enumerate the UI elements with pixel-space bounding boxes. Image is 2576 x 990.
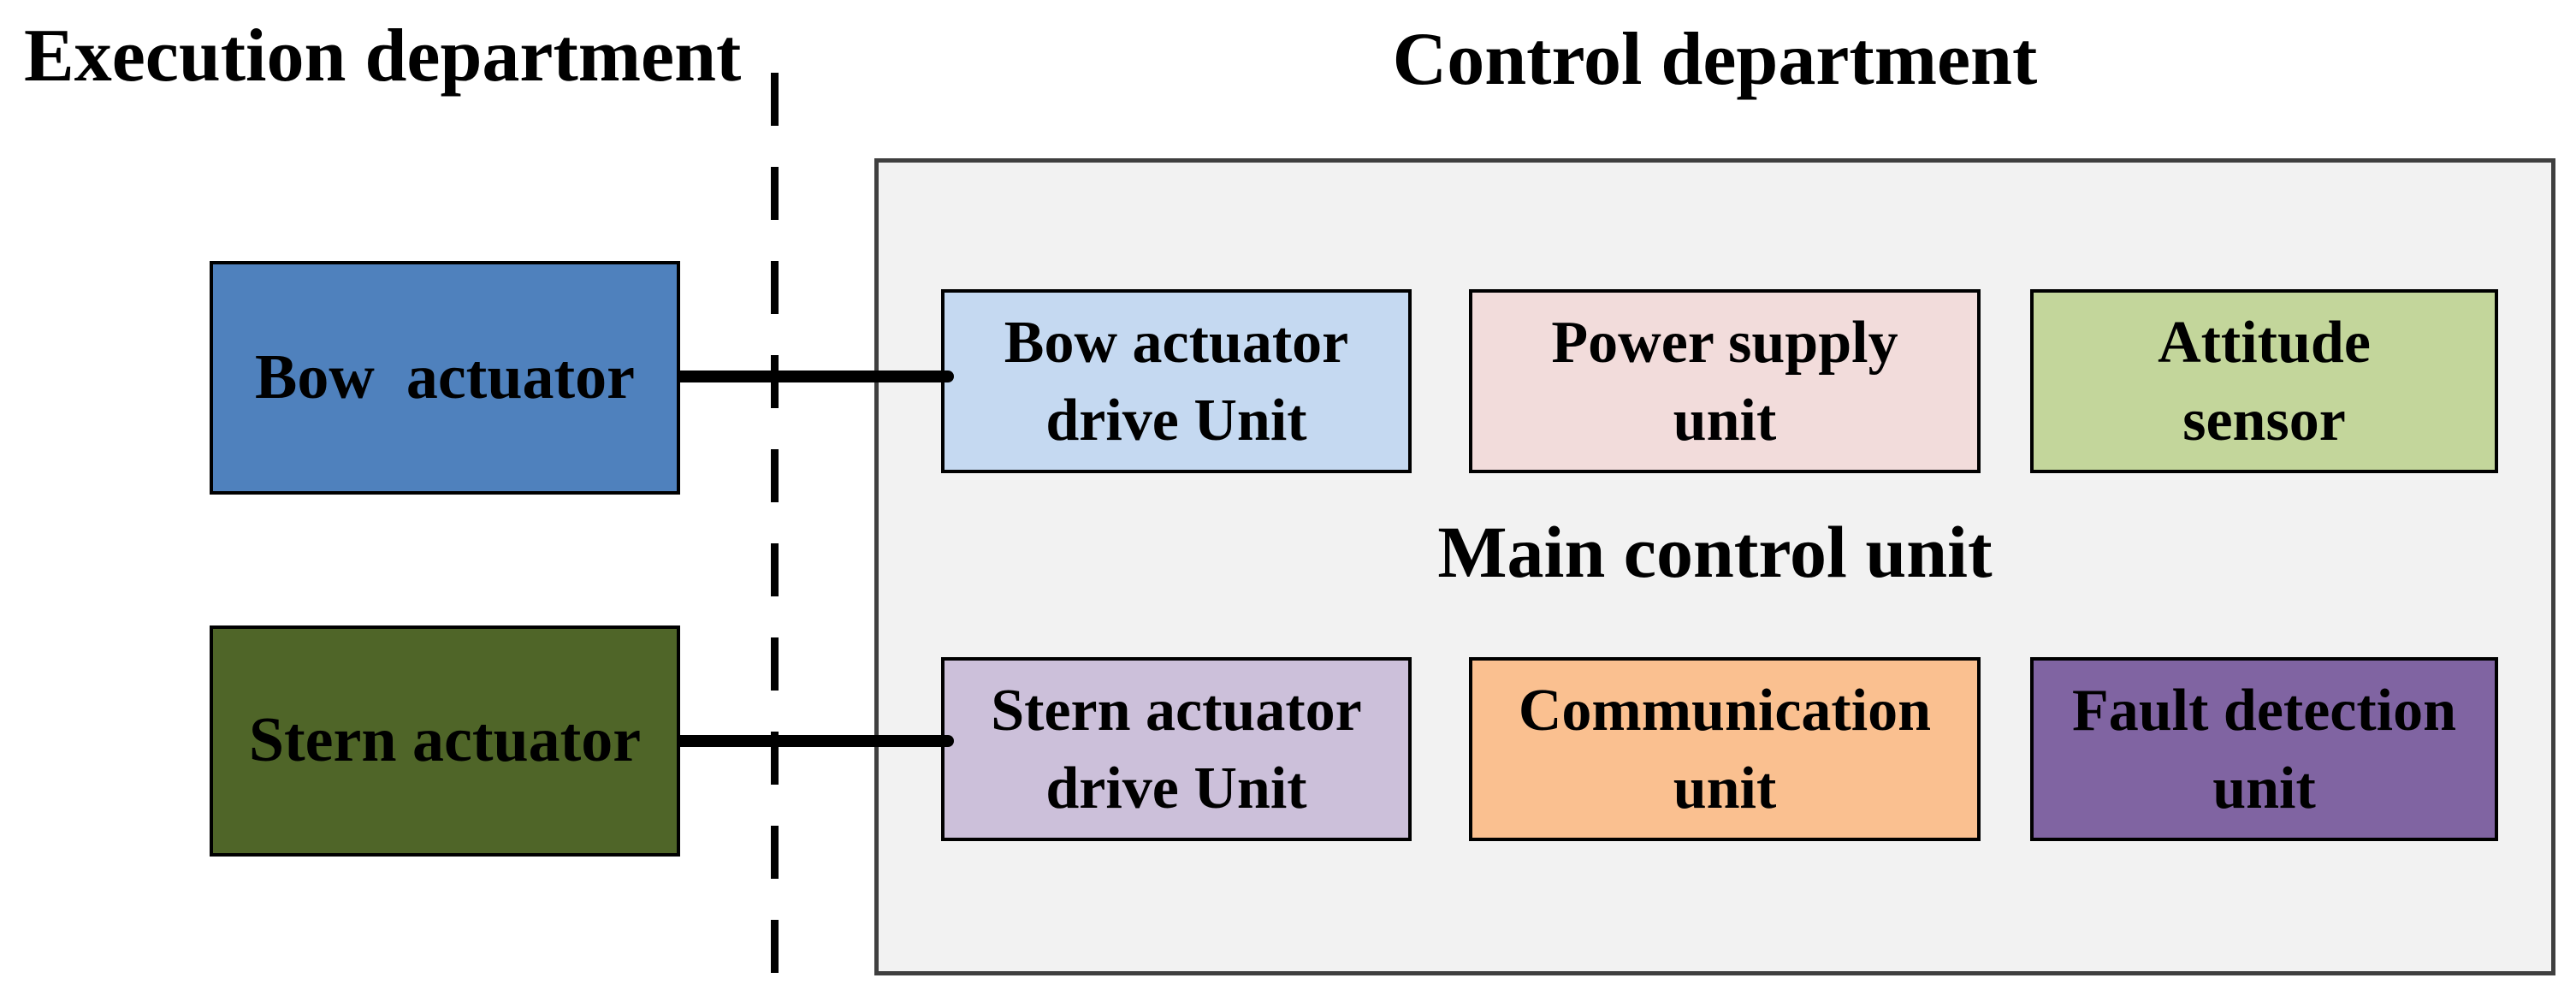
communication-unit-label: Communication unit	[1518, 677, 1932, 821]
stern-actuator-connector-line	[672, 735, 954, 747]
main-control-unit-label: Main control unit	[1437, 511, 1993, 593]
bow-actuator-drive-unit-label: Bow actuator drive Unit	[1004, 309, 1349, 454]
fault-detection-unit-box: Fault detection unit	[2030, 657, 2498, 841]
communication-unit-box: Communication unit	[1469, 657, 1981, 841]
power-supply-unit-label: Power supply unit	[1551, 309, 1898, 454]
power-supply-unit-box: Power supply unit	[1469, 289, 1981, 473]
control-department-title: Control department	[1392, 18, 2038, 101]
fault-detection-unit-label: Fault detection unit	[2071, 677, 2457, 821]
attitude-sensor-label: Attitude sensor	[2158, 309, 2371, 454]
control-department-container: Main control unit Bow actuator drive Uni…	[874, 158, 2555, 975]
execution-department-title: Execution department	[24, 15, 742, 98]
bow-actuator-box: Bow actuator	[210, 261, 680, 495]
stern-actuator-drive-unit-box: Stern actuator drive Unit	[941, 657, 1412, 841]
bow-actuator-label: Bow actuator	[255, 341, 635, 412]
bow-actuator-drive-unit-box: Bow actuator drive Unit	[941, 289, 1412, 473]
stern-actuator-box: Stern actuator	[210, 625, 680, 857]
stern-actuator-label: Stern actuator	[248, 705, 642, 776]
stern-actuator-drive-unit-label: Stern actuator drive Unit	[991, 677, 1362, 821]
attitude-sensor-box: Attitude sensor	[2030, 289, 2498, 473]
bow-actuator-connector-line	[672, 371, 954, 382]
department-divider-dashed-line	[771, 73, 779, 990]
